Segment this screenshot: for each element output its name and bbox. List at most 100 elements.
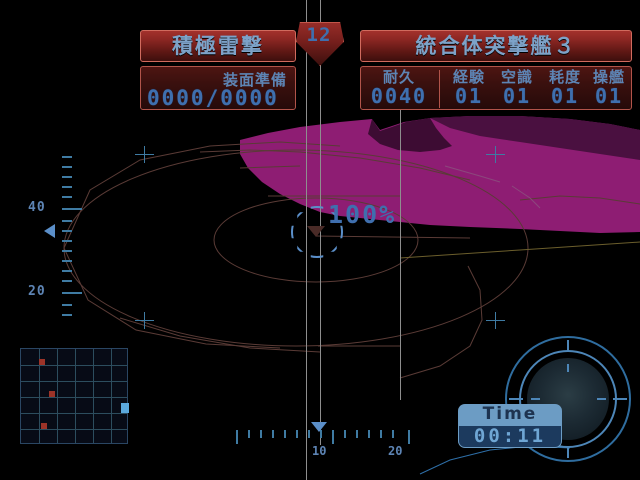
- hscale-tick: [380, 430, 382, 438]
- sphere-tick-inner-top: [567, 364, 569, 372]
- vscale-tick-major: [62, 292, 82, 294]
- hscale-tick: [392, 430, 394, 438]
- vscale-tick: [62, 220, 72, 222]
- hscale-tick-major: [332, 430, 334, 444]
- timer-value: 00:11: [458, 426, 562, 448]
- stat-wear: 耗度 01: [539, 68, 591, 108]
- wireframe-hull: [63, 141, 640, 379]
- ship-marker-icon: [307, 226, 325, 237]
- timer-label: Time: [458, 404, 562, 426]
- altitude-pointer-icon: [44, 224, 55, 238]
- grid-line: [57, 349, 58, 443]
- sphere-radar[interactable]: [505, 336, 631, 462]
- left-panel-body: 装面準備 0000/0000: [140, 66, 296, 110]
- grid-line: [93, 349, 94, 443]
- vscale-tick: [62, 250, 72, 252]
- hscale-label-10: 10: [312, 444, 327, 458]
- hscale-tick: [296, 430, 298, 438]
- targeting-reticle-icon[interactable]: [291, 206, 347, 262]
- stat-wear-value: 01: [550, 84, 580, 108]
- nebula-shape: [240, 116, 640, 233]
- hscale-tick: [248, 430, 250, 438]
- hscale-tick: [284, 430, 286, 438]
- panel-divider: [439, 70, 440, 108]
- vscale-tick: [62, 156, 72, 158]
- radar-blip-self: [121, 403, 129, 413]
- grid-line: [75, 349, 76, 443]
- stat-experience: 経験 01: [443, 68, 495, 108]
- rank-badge[interactable]: 12: [296, 22, 344, 66]
- vscale-tick: [62, 176, 72, 178]
- hscale-tick-major: [236, 430, 238, 444]
- radar-blip-enemy: [49, 391, 55, 397]
- right-panel-body: 耐久 0040 経験 01 空識 01 耗度 01 操艦 01: [360, 66, 632, 110]
- grid-line: [21, 429, 127, 430]
- stat-experience-value: 01: [454, 84, 484, 108]
- radar-blip-enemy: [39, 359, 45, 365]
- stat-durability-label: 耐久: [382, 68, 415, 86]
- heading-pointer-icon: [311, 422, 327, 432]
- vscale-tick: [62, 186, 72, 188]
- reticle-arc: [291, 206, 343, 258]
- grid-line: [39, 349, 40, 443]
- vscale-tick: [62, 240, 72, 242]
- vscale-tick-major: [62, 208, 82, 210]
- grid-line: [111, 349, 112, 443]
- stat-helm-value: 01: [594, 84, 624, 108]
- sphere-ring-outer: [505, 336, 631, 462]
- sphere-tick-top: [567, 340, 569, 352]
- vscale-tick: [62, 230, 72, 232]
- badge-value: 12: [306, 24, 332, 46]
- vscale-tick: [62, 196, 72, 198]
- hscale-tick: [308, 430, 310, 438]
- nebula-upper-shade: [430, 116, 640, 160]
- vscale-tick: [62, 314, 72, 316]
- grid-line: [21, 413, 127, 414]
- stat-durability-value: 0040: [370, 84, 428, 108]
- sphere-tick-left: [509, 398, 523, 400]
- hscale-label-20: 20: [388, 444, 403, 458]
- vscale-label-20: 20: [28, 284, 46, 299]
- stat-helm: 操艦 01: [583, 68, 635, 108]
- hscale-tick: [260, 430, 262, 438]
- vscale-tick: [62, 280, 72, 282]
- heading-scale: 10 20: [236, 430, 416, 460]
- altitude-scale: 40 20: [28, 152, 82, 324]
- hscale-tick: [368, 430, 370, 438]
- grid-line: [21, 381, 127, 382]
- stat-airsense-value: 01: [502, 84, 532, 108]
- grid-line: [21, 365, 127, 366]
- streak-lines: [444, 165, 541, 209]
- vscale-tick: [62, 270, 72, 272]
- mission-timer[interactable]: Time 00:11: [458, 404, 562, 448]
- radar-blip-enemy: [41, 423, 47, 429]
- nebula-shadow: [368, 118, 452, 152]
- right-panel-title[interactable]: 統合体突撃艦３: [360, 30, 632, 62]
- left-panel-subvalue: 0000/0000: [147, 86, 279, 110]
- stat-durability: 耐久 0040: [363, 68, 435, 108]
- horizon-line: [399, 241, 640, 259]
- hscale-tick: [272, 430, 274, 438]
- grid-line: [21, 397, 127, 398]
- vscale-tick: [62, 304, 72, 306]
- left-panel-title[interactable]: 積極雷撃: [140, 30, 296, 62]
- stat-wear-label: 耗度: [548, 68, 581, 86]
- left-panel-sublabel: 装面準備: [222, 71, 287, 89]
- sphere-tick-bottom: [567, 446, 569, 458]
- stat-experience-label: 経験: [452, 68, 485, 86]
- hscale-tick: [320, 430, 322, 438]
- hscale-tick: [344, 430, 346, 438]
- sphere-tick-inner-right: [597, 398, 606, 400]
- tactical-radar-grid[interactable]: [20, 348, 129, 444]
- sphere-tick-right: [613, 398, 627, 400]
- stat-airsense: 空識 01: [491, 68, 543, 108]
- vscale-label-40: 40: [28, 200, 46, 215]
- hscale-tick: [356, 430, 358, 438]
- stat-helm-label: 操艦: [592, 68, 625, 86]
- hscale-tick-major: [408, 430, 410, 444]
- stat-airsense-label: 空識: [500, 68, 533, 86]
- vscale-tick: [62, 166, 72, 168]
- target-percent: 100%: [328, 200, 397, 229]
- vscale-tick: [62, 260, 72, 262]
